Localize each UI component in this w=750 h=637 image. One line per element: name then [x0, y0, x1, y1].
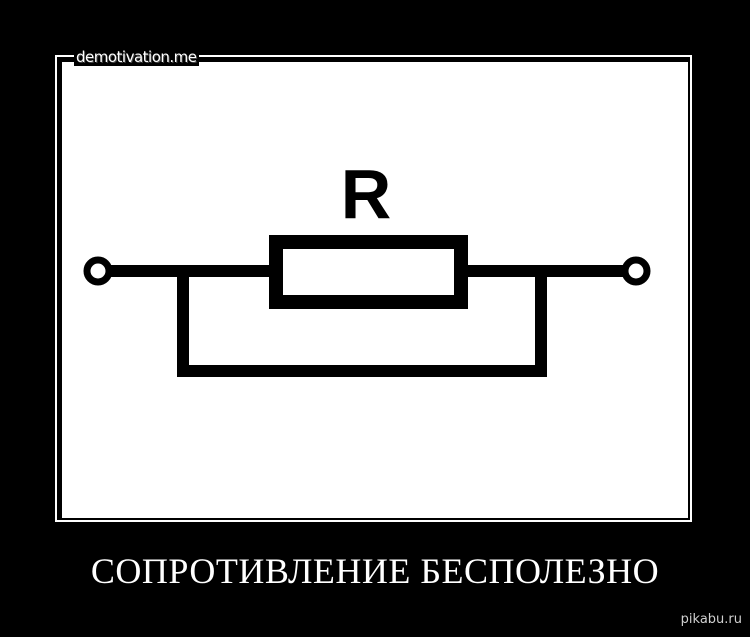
caption: СОПРОТИВЛЕНИЕ БЕСПОЛЕЗНО: [90, 551, 660, 591]
bypass-wire: [177, 271, 547, 377]
resistor-label: R: [341, 155, 392, 233]
resistor: [269, 235, 468, 309]
right-terminal: [621, 256, 651, 286]
watermark: demotivation.me: [74, 48, 199, 66]
poster-frame: [55, 55, 692, 522]
left-terminal: [83, 256, 113, 286]
image-panel: [62, 62, 688, 518]
site-watermark: pikabu.ru: [680, 612, 742, 627]
